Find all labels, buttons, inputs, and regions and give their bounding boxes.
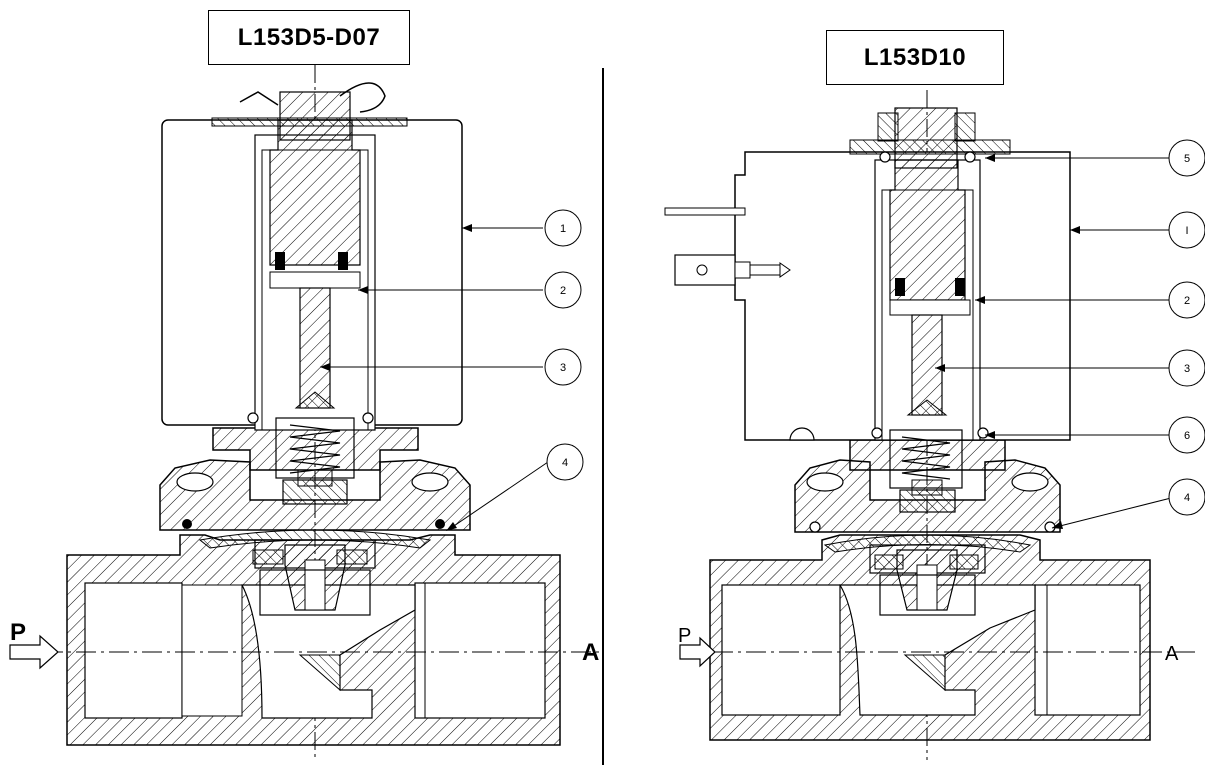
callout-right-6	[1168, 416, 1205, 454]
spade-terminal-icon	[664, 207, 791, 286]
callout-right-2	[1168, 281, 1205, 319]
callout-right-3-label: 3	[1184, 363, 1190, 375]
callout-right-3	[1168, 349, 1205, 387]
port-left-in: P	[10, 619, 26, 646]
callout-left-3	[544, 348, 582, 386]
callout-right-2-label: 2	[1184, 295, 1190, 307]
left-valve: 1 2 3 4 P A	[9, 65, 600, 760]
title-left-model: L153D5-D07	[208, 10, 410, 65]
port-right-out: A	[1165, 643, 1179, 665]
callout-right-1-label: I	[1185, 225, 1188, 237]
port-left-out: A	[582, 639, 599, 666]
callout-right-6-label: 6	[1184, 430, 1190, 442]
callout-left-3-label: 3	[560, 362, 566, 374]
right-valve: 5 I 2 3 6 4 P A	[664, 90, 1205, 760]
callout-right-5-label: 5	[1184, 153, 1190, 165]
hollow-arrow-right-icon	[9, 634, 59, 670]
callout-left-1-label: 1	[560, 223, 566, 235]
title-right-model: L153D10	[826, 30, 1004, 85]
callout-left-2	[544, 271, 582, 309]
callout-left-4-label: 4	[562, 457, 568, 469]
callout-left-4	[546, 443, 584, 481]
callout-right-4-label: 4	[1184, 492, 1190, 504]
hollow-arrow-right-icon	[679, 636, 716, 668]
port-right-in: P	[678, 625, 691, 647]
callout-right-1	[1168, 211, 1205, 249]
callout-right-5	[1168, 139, 1205, 177]
callout-left-1	[544, 209, 582, 247]
callout-right-4	[1168, 478, 1205, 516]
callout-left-2-label: 2	[560, 285, 566, 297]
